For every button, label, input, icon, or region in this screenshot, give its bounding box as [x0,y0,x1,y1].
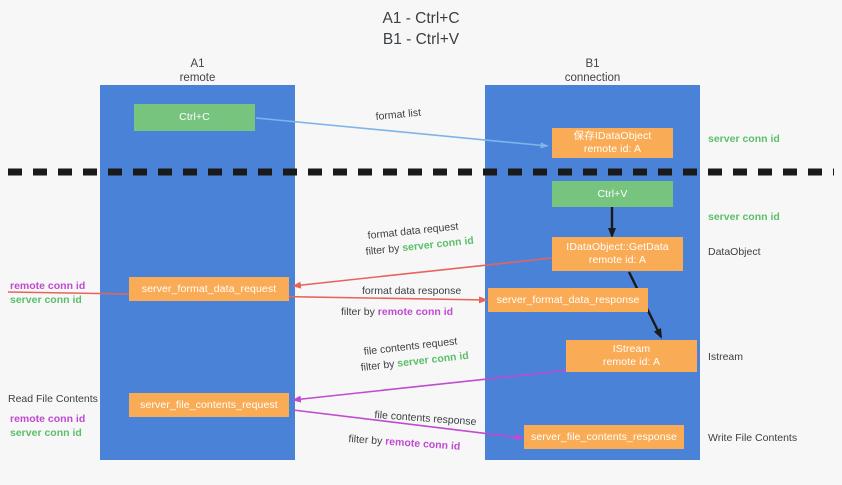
node-ctrl-v-label: Ctrl+V [597,187,628,200]
annotation-write-file-contents: Write File Contents [708,432,798,444]
node-idataobject-format-list-title: 保存IDataObject [573,130,652,142]
edge-label-format-data-response-filter: filter by remote conn id [341,305,453,320]
remote-conn-id-text-2: remote conn id [384,435,461,453]
node-idataobject-format-list[interactable]: 保存IDataObject remote id: A [552,128,673,158]
title-line-2: B1 - Ctrl+V [382,31,460,48]
arrow-file-contents-response [292,409,524,441]
node-idataobject-getdata-sub: remote id: A [588,254,647,266]
node-ctrl-c[interactable]: Ctrl+C [134,104,255,131]
node-server-format-data-request-label: server_format_data_request [141,282,277,295]
annotation-read-file-contents: Read File Contents [8,393,98,405]
annotation-conn-ids-lower: remote conn id server conn id [10,412,85,440]
node-ctrl-v[interactable]: Ctrl+V [552,181,673,207]
node-idataobject-getdata-title: IDataObject::GetData [566,241,669,253]
page-title: A1 - Ctrl+C B1 - Ctrl+V [0,8,842,50]
filter-by-text-4: filter by [348,432,386,448]
remote-conn-id-text-1: remote conn id [377,306,454,318]
annotation-remote-conn-id-lower: remote conn id [10,413,86,425]
annotation-conn-ids-upper: remote conn id server conn id [10,279,85,307]
annotation-remote-conn-id-upper: remote conn id [10,280,86,292]
filter-by-text-2: filter by [341,306,378,318]
annotation-server-conn-id-mid: server conn id [708,211,780,223]
node-server-file-contents-request[interactable]: server_file_contents_request [129,393,289,417]
node-server-file-contents-request-label: server_file_contents_request [140,398,278,411]
annotation-server-conn-id-top: server conn id [708,133,780,145]
annotation-istream: Istream [708,351,744,363]
node-ctrl-c-label: Ctrl+C [179,111,210,123]
node-istream-title: IStream [612,343,651,355]
annotation-dataobject: DataObject [708,246,761,258]
node-server-format-data-response[interactable]: server_format_data_response [488,288,648,312]
lane-a1-name: A1 [190,58,205,70]
filter-by-text-1: filter by [365,242,403,258]
edge-label-format-data-response: format data response [362,285,462,297]
lane-header-b1: B1 connection [485,58,700,85]
lane-b1-name: B1 [585,58,600,70]
filter-by-text-3: filter by [360,357,399,374]
annotation-server-conn-id-lower: server conn id [10,427,82,439]
title-line-1: A1 - Ctrl+C [382,10,460,27]
node-server-file-contents-response-label: server_file_contents_response [531,430,677,443]
node-idataobject-format-list-sub: remote id: A [583,143,642,155]
arrow-format-data-request [292,257,553,289]
annotation-server-conn-id-upper: server conn id [10,294,82,306]
node-server-format-data-request[interactable]: server_format_data_request [129,277,289,301]
arrow-format-list [255,117,549,149]
lane-header-a1: A1 remote [100,58,295,85]
node-idataobject-getdata[interactable]: IDataObject::GetData remote id: A [552,237,683,271]
lane-b1-sub: connection [564,71,621,84]
node-server-format-data-response-label: server_format_data_response [496,293,640,306]
node-istream[interactable]: IStream remote id: A [566,340,697,372]
node-server-file-contents-response[interactable]: server_file_contents_response [524,425,684,449]
lane-a1-sub: remote [179,71,216,84]
node-istream-sub: remote id: A [602,356,661,368]
